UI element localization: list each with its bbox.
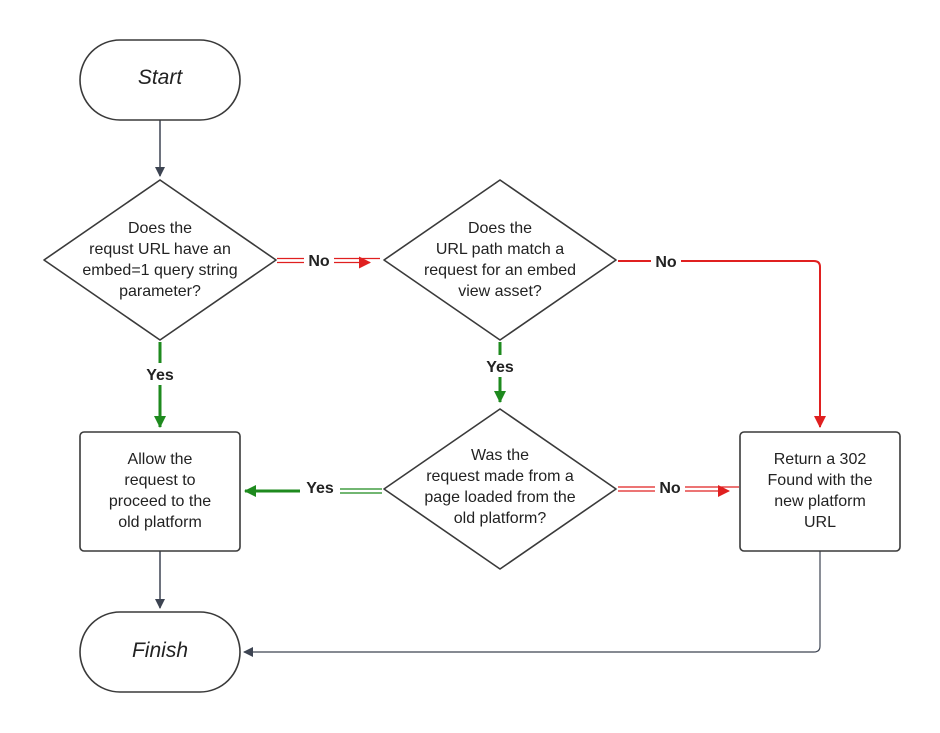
decision-old-platform-line-3: page loaded from the bbox=[424, 489, 575, 506]
decision-old-platform-line-4: old platform? bbox=[454, 510, 547, 527]
edge-label-no: No bbox=[655, 254, 677, 271]
edge-label-bg bbox=[138, 363, 182, 385]
allow-line-1: Allow the bbox=[128, 451, 193, 468]
redirect-node: Return a 302 Found with the new platform… bbox=[739, 431, 901, 552]
redirect-line-2: Found with the bbox=[768, 472, 873, 489]
finish-node: Finish bbox=[79, 611, 241, 693]
edge-label-bg bbox=[655, 478, 685, 498]
decision-url-path-node: Does the URL path match a request for an… bbox=[383, 179, 617, 341]
start-label: Start bbox=[138, 66, 184, 89]
decision-embed-param-line-4: parameter? bbox=[119, 283, 201, 300]
decision-old-platform-node: Was the request made from a page loaded … bbox=[383, 408, 617, 570]
decision-url-path-line-3: request for an embed bbox=[424, 262, 576, 279]
finish-label: Finish bbox=[132, 639, 188, 662]
edge-label-bg bbox=[651, 251, 681, 271]
edge-label-yes: Yes bbox=[306, 480, 334, 497]
edge-label-bg bbox=[304, 250, 334, 270]
decision-url-path-line-2: URL path match a bbox=[436, 241, 564, 258]
decision-url-path-line-1: Does the bbox=[468, 220, 532, 237]
redirect-line-1: Return a 302 bbox=[774, 451, 867, 468]
edge-label-bg bbox=[478, 355, 522, 377]
decision-embed-param-line-1: Does the bbox=[128, 220, 192, 237]
edge-url-path-no bbox=[618, 260, 826, 428]
decision-url-path-line-4: view asset? bbox=[458, 283, 542, 300]
edge-label-yes: Yes bbox=[486, 359, 514, 376]
decision-old-platform-line-2: request made from a bbox=[426, 468, 574, 485]
decision-embed-param-node: Does the requst URL have an embed=1 quer… bbox=[43, 179, 277, 341]
decision-embed-param-line-2: requst URL have an bbox=[89, 241, 231, 258]
edge-label-no: No bbox=[308, 253, 330, 270]
edge-label-bg bbox=[300, 479, 340, 499]
decision-embed-param-line-3: embed=1 query string bbox=[82, 262, 237, 279]
redirect-line-4: URL bbox=[804, 514, 836, 531]
start-node: Start bbox=[79, 39, 241, 121]
allow-line-4: old platform bbox=[118, 514, 202, 531]
edge-label-no: No bbox=[659, 480, 681, 497]
allow-line-3: proceed to the bbox=[109, 493, 211, 510]
edge-label-yes: Yes bbox=[146, 367, 174, 384]
allow-line-2: request to bbox=[124, 472, 195, 489]
allow-request-node: Allow the request to proceed to the old … bbox=[79, 431, 241, 552]
decision-old-platform-line-1: Was the bbox=[471, 447, 529, 464]
redirect-line-3: new platform bbox=[774, 493, 866, 510]
edge-redirect-to-finish bbox=[243, 551, 821, 657]
